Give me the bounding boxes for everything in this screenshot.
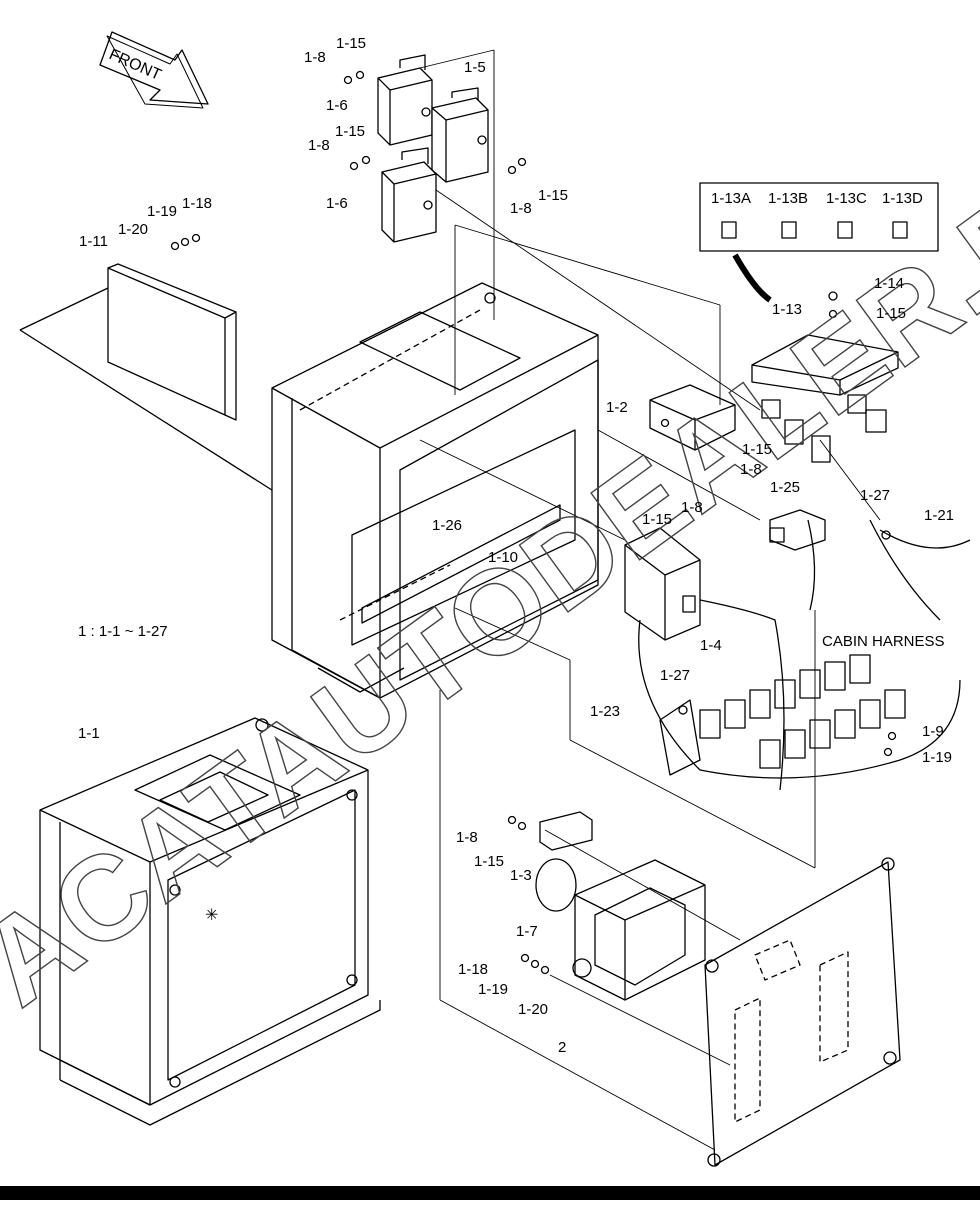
callout: 1-8 bbox=[304, 49, 326, 66]
callout: 1-2 bbox=[606, 399, 628, 416]
callout: 1-15 bbox=[336, 35, 366, 52]
fuse-label-c: 1-13C bbox=[826, 190, 867, 207]
callout: 1-18 bbox=[458, 961, 488, 978]
leader-lines bbox=[419, 49, 881, 1151]
fuse-label-d: 1-13D bbox=[882, 190, 923, 207]
callout: 1-20 bbox=[518, 1001, 548, 1018]
controller-2 bbox=[520, 859, 706, 1001]
callout: 1-8 bbox=[308, 137, 330, 154]
fuse-legend-box bbox=[699, 182, 939, 303]
callout: 1-21 bbox=[924, 507, 954, 524]
cover-plate-1-11 bbox=[19, 263, 276, 493]
callout: 1-19 bbox=[478, 981, 508, 998]
callout: 1-18 bbox=[182, 195, 212, 212]
callout: 1-8 bbox=[456, 829, 478, 846]
callout: 1-15 bbox=[876, 305, 906, 322]
part-1-2 bbox=[649, 384, 736, 451]
callout: 1-8 bbox=[510, 200, 532, 217]
callout: 1-5 bbox=[464, 59, 486, 76]
callout: 1-8 bbox=[740, 461, 762, 478]
relay-1-5 bbox=[431, 87, 489, 183]
back-plate bbox=[704, 857, 901, 1167]
callout: 1-6 bbox=[326, 195, 348, 212]
fan-1-3 bbox=[507, 811, 593, 912]
fuse-box-1-13 bbox=[751, 291, 899, 463]
callout: 1-15 bbox=[474, 853, 504, 870]
relay-1-25 bbox=[769, 509, 826, 551]
callout: 2 bbox=[558, 1039, 566, 1056]
harness-label: CABIN HARNESS bbox=[822, 633, 945, 650]
callout: 1-4 bbox=[700, 637, 722, 654]
callout: 1-7 bbox=[516, 923, 538, 940]
callout: 1-19 bbox=[147, 203, 177, 220]
screws-top bbox=[170, 70, 527, 251]
callout: 1-15 bbox=[642, 511, 672, 528]
callout: 1-27 bbox=[660, 667, 690, 684]
fuse-label-b: 1-13B bbox=[768, 190, 808, 207]
callout: 1-11 bbox=[79, 233, 108, 250]
fuse-label-a: 1-13A bbox=[711, 190, 751, 207]
callout: 1-14 bbox=[874, 275, 904, 292]
callout: 1-25 bbox=[770, 479, 800, 496]
main-box-upper bbox=[271, 282, 599, 699]
fuse-legend-labels: 1-13A 1-13B 1-13C 1-13D bbox=[711, 190, 923, 207]
main-box-1-1: ✳ bbox=[39, 717, 381, 1126]
callout: 1-1 bbox=[78, 725, 100, 742]
callout: 1-20 bbox=[118, 221, 148, 238]
callout: 1-6 bbox=[326, 97, 348, 114]
callout: 1-13 bbox=[772, 301, 802, 318]
callout: 1-15 bbox=[742, 441, 772, 458]
controller-1-4 bbox=[624, 527, 701, 641]
callout: 1-23 bbox=[590, 703, 620, 720]
bottom-bar bbox=[0, 1186, 980, 1200]
relay-1-6-bottom bbox=[381, 147, 437, 243]
assembly-note: 1 : 1-1 ~ 1-27 bbox=[78, 623, 168, 640]
callout: 1-15 bbox=[538, 187, 568, 204]
callout: 1-19 bbox=[922, 749, 952, 766]
relay-1-6-top bbox=[377, 54, 433, 146]
harness-connectors bbox=[699, 654, 906, 769]
cabin-harness bbox=[638, 519, 971, 791]
callout: 1-15 bbox=[335, 123, 365, 140]
callout: 1-26 bbox=[432, 517, 462, 534]
front-arrow bbox=[99, 31, 209, 109]
callout: 1-8 bbox=[681, 499, 703, 516]
part-callouts: 1-8 1-15 1-5 1-6 1-8 1-15 1-6 1-8 1-15 1… bbox=[78, 35, 954, 1056]
center-mark: ✳ bbox=[205, 907, 218, 924]
callout: 1-10 bbox=[488, 549, 518, 566]
callout: 1-9 bbox=[922, 723, 944, 740]
callout: 1-27 bbox=[860, 487, 890, 504]
callout: 1-3 bbox=[510, 867, 532, 884]
